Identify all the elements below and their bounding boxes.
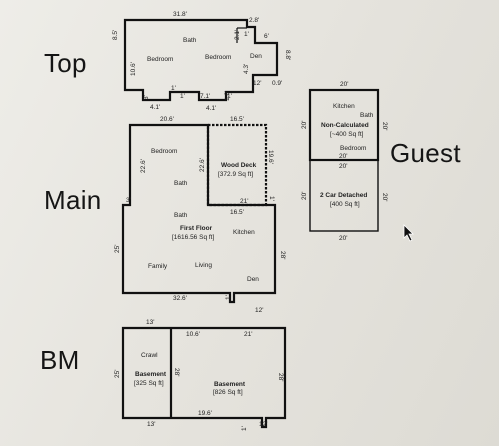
guest-dim-right-lower: 20' (381, 193, 388, 201)
top-dim-tiny-c: 1' (171, 85, 176, 92)
bm-basement-small-area: [325 Sq ft] (134, 380, 164, 387)
bm-dim-top-mid: 10.6' (186, 331, 200, 338)
top-dim-left: 10.6' (130, 62, 137, 76)
guest-room-bath: Bath (360, 112, 374, 119)
top-dim-step-c: 1' (180, 93, 185, 100)
top-room-bath: Bath (183, 37, 197, 44)
main-dim-left-step: 3' (126, 197, 131, 204)
top-dim-right-inner: 6' (264, 33, 269, 40)
top-room-bedroom-1: Bedroom (147, 56, 173, 63)
section-label-guest: Guest (390, 138, 461, 168)
guest-dim-mid-bottom: 20' (339, 163, 347, 170)
top-dim-left-small: 8.5' (112, 30, 119, 40)
section-label-top: Top (44, 48, 87, 78)
main-dim-notch: 16.5' (230, 209, 244, 216)
guest-dim-right-upper: 20' (381, 122, 388, 130)
main-dim-top-right: 16.5' (230, 116, 244, 123)
bm-dim-left: 25' (114, 370, 121, 378)
top-dim-small-mid: 1.6' (224, 91, 231, 101)
main-room-living: Living (195, 262, 212, 269)
bm-basement-large-title: Basement (214, 381, 246, 388)
top-dim-bottom-right: 0.9' (272, 80, 282, 87)
basement-outline (121, 326, 287, 429)
main-dim-right-lower: 28' (279, 251, 286, 259)
top-dim-tiny-b: 1' (244, 31, 249, 38)
main-room-bath-2: Bath (174, 212, 188, 219)
guest-garage-area: [400 Sq ft] (330, 201, 360, 208)
bm-dim-top-right: 21' (244, 331, 252, 338)
guest-dim-left-upper: 20' (301, 121, 308, 129)
main-dim-bottom: 32.6' (173, 295, 187, 302)
bm-room-crawl: Crawl (141, 352, 158, 359)
main-room-bedroom: Bedroom (151, 148, 177, 155)
top-dim-step-d: 1' (227, 93, 232, 100)
top-floor-outline (123, 18, 279, 102)
top-dim-small-left: 3' (143, 95, 150, 100)
main-dim-deck-right: 19.6' (267, 150, 274, 164)
main-first-floor-title: First Floor (180, 225, 213, 232)
section-label-main: Main (44, 185, 102, 215)
main-room-den: Den (247, 276, 259, 283)
guest-garage-title: 2 Car Detached (320, 192, 367, 199)
bm-dim-bottom-left: 13' (147, 421, 155, 428)
guest-garage-outline (309, 159, 379, 232)
section-label-bm: BM (40, 345, 80, 375)
guest-room-kitchen: Kitchen (333, 103, 355, 110)
main-wood-deck-area: [372.9 Sq ft] (218, 171, 253, 178)
bm-dim-bottom-right: 12' (259, 421, 267, 428)
main-wood-deck-title: Wood Deck (221, 162, 257, 169)
bm-dim-bottom-mid: 19.6' (198, 410, 212, 417)
guest-dim-left-lower: 20' (301, 192, 308, 200)
top-dim-tiny-a: 2.1' (234, 30, 241, 40)
guest-dim-mid-top: 20' (339, 153, 347, 160)
main-dim-left-upper: 22.6' (140, 159, 147, 173)
bm-dim-inner: 28' (173, 368, 180, 376)
main-dim-deck-bottom: 21' (240, 198, 248, 205)
bm-dim-right: 28' (277, 373, 284, 381)
guest-dim-top: 20' (340, 81, 348, 88)
main-dim-bottom-right: 12' (255, 307, 263, 314)
guest-non-calculated-area: [~400 Sq ft] (330, 131, 364, 138)
main-room-bath-1: Bath (174, 180, 188, 187)
guest-room-bedroom: Bedroom (340, 145, 366, 152)
mouse-cursor-icon (403, 224, 414, 242)
top-dim-bottom-mid: 12' (253, 80, 261, 87)
bm-dim-bottom-step: 1' (241, 426, 248, 431)
top-room-den: Den (250, 53, 262, 60)
main-dim-deck-step: 1' (268, 196, 275, 201)
top-dim-bottom-mid2: 4.1' (206, 105, 216, 112)
guest-non-calculated-title: Non-Calculated (321, 122, 369, 129)
main-dim-top-left: 20.6' (160, 116, 174, 123)
main-room-family: Family (148, 263, 168, 270)
top-dim-top: 31.8' (173, 11, 187, 18)
main-room-kitchen: Kitchen (233, 229, 255, 236)
bm-basement-large-area: [826 Sq ft] (213, 389, 243, 396)
main-dim-left-lower: 25' (114, 245, 121, 253)
top-dim-right: 8.8' (284, 50, 291, 60)
main-dim-bottom-step: 1' (225, 295, 232, 300)
top-room-bedroom-2: Bedroom (205, 54, 231, 61)
top-dim-bottom-left: 4.1' (150, 104, 160, 111)
top-floor-plan: 31.8' 2.8' 6' 8.5' 10.6' 8.8' 12' 0.9' 4… (112, 11, 291, 112)
top-dim-step-b: 7.1' (200, 93, 210, 100)
main-floor-plan: 20.6' 16.5' 22.6' 22.6' 19.6' 21' 1' 16.… (114, 116, 286, 314)
main-first-floor-area: [1616.56 Sq ft] (172, 234, 214, 241)
bm-dim-top-left: 13' (146, 319, 154, 326)
basement-plan: 13' 10.6' 21' 25' 28' 28' 13' 19.6' 1' 1… (114, 319, 287, 431)
top-dim-step-a: 4.3' (243, 64, 250, 74)
bm-basement-small-title: Basement (135, 371, 167, 378)
main-dim-deck-left: 22.6' (199, 158, 206, 172)
main-wood-deck-outline (206, 123, 268, 207)
guest-dim-bottom: 20' (339, 235, 347, 242)
top-dim-right-small: 2.8' (249, 17, 259, 24)
guest-plan: 20' 20' 20' 20' 20' 20' 20' 20' Kitchen … (301, 81, 388, 242)
